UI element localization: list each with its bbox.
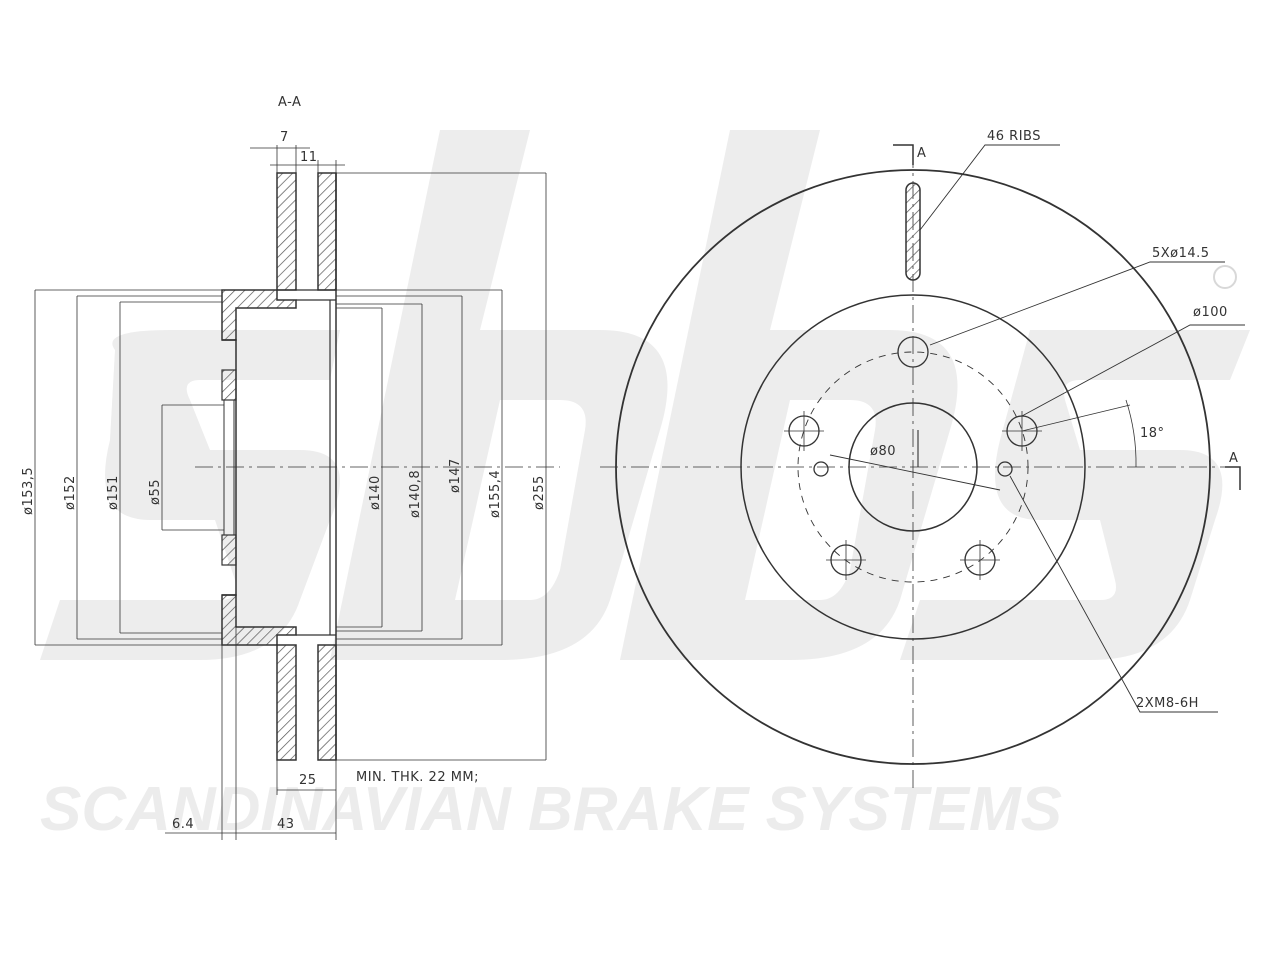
dim-d55: ø55 bbox=[148, 479, 163, 505]
min-thickness-note: MIN. THK. 22 MM; bbox=[356, 770, 479, 785]
section-ring-bottom-inner bbox=[317, 644, 337, 761]
dim-6-4: 6.4 bbox=[172, 817, 194, 832]
thread-hole-left bbox=[813, 461, 829, 477]
label-angle: 18° bbox=[1140, 426, 1165, 441]
section-marker-right: A bbox=[1229, 451, 1238, 466]
dim-25: 25 bbox=[299, 773, 317, 788]
section-ring-top-inner bbox=[317, 172, 337, 291]
dim-d140-8: ø140,8 bbox=[408, 470, 423, 518]
section-marker-top: A bbox=[917, 146, 926, 161]
dim-d153-5: ø153,5 bbox=[21, 467, 36, 515]
label-pcd: ø100 bbox=[1193, 305, 1228, 320]
dim-11: 11 bbox=[300, 150, 318, 165]
dim-43: 43 bbox=[277, 817, 295, 832]
label-threads: 2XM8-6H bbox=[1136, 696, 1199, 711]
registered-mark-icon bbox=[1213, 265, 1237, 289]
dim-d151: ø151 bbox=[106, 475, 121, 510]
dim-d155-4: ø155,4 bbox=[488, 470, 503, 518]
dim-d140: ø140 bbox=[368, 475, 383, 510]
centre-bore bbox=[848, 402, 978, 532]
front-view bbox=[600, 144, 1245, 790]
dim-7: 7 bbox=[280, 130, 289, 145]
thread-hole-right bbox=[997, 461, 1013, 477]
cooling-rib bbox=[905, 182, 921, 281]
watermark-logo bbox=[40, 130, 1250, 660]
label-hub-diameter: ø80 bbox=[870, 444, 896, 459]
section-ring-top-outer bbox=[276, 172, 297, 291]
disc-hat-edge bbox=[740, 294, 1086, 640]
dim-d152: ø152 bbox=[63, 475, 78, 510]
bolt-hole-1 bbox=[897, 336, 929, 368]
pcd-circle bbox=[797, 351, 1029, 583]
section-title: A-A bbox=[278, 95, 301, 110]
section-ring-bottom-outer bbox=[276, 644, 297, 761]
label-bolt-holes: 5Xø14.5 bbox=[1152, 246, 1210, 261]
dim-d147: ø147 bbox=[448, 458, 463, 493]
section-view bbox=[34, 145, 560, 840]
dim-d255: ø255 bbox=[532, 475, 547, 510]
label-ribs: 46 RIBS bbox=[987, 129, 1041, 144]
watermark-tagline: SCANDINAVIAN BRAKE SYSTEMS bbox=[40, 775, 1062, 844]
disc-outer-edge bbox=[615, 169, 1211, 765]
